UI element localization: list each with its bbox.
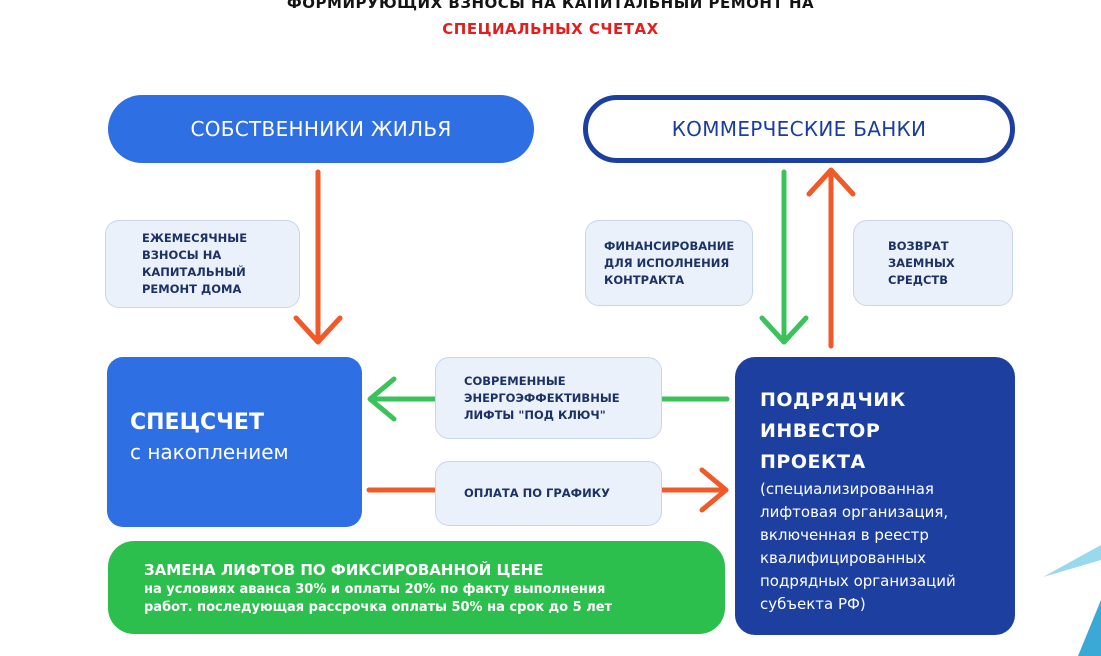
arrow-owners-to-spec xyxy=(293,169,343,345)
owners-node: СОБСТВЕННИКИ ЖИЛЬЯ xyxy=(108,95,534,163)
arrow-banks-to-contractor xyxy=(759,169,809,345)
contractor-description: (специализированная лифтовая организация… xyxy=(760,480,956,613)
label-scheduled-payment: ОПЛАТА ПО ГРАФИКУ xyxy=(435,461,662,526)
spec-account-node: СПЕЦСЧЕТ с накоплением xyxy=(107,357,362,527)
label-monthly-contributions: ЕЖЕМЕСЯЧНЫЕ ВЗНОСЫ НА КАПИТАЛЬНЫЙ РЕМОНТ… xyxy=(105,220,300,308)
spec-account-title: СПЕЦСЧЕТ xyxy=(130,410,264,435)
page-title-line-2: СПЕЦИАЛЬНЫХ СЧЕТАХ xyxy=(442,20,659,38)
arrow-contractor-to-banks xyxy=(806,167,856,349)
contractor-title: ПОДРЯДЧИК ИНВЕСТОР ПРОЕКТА xyxy=(760,389,906,473)
banner-description: на условиях аванса 30% и оплаты 20% по ф… xyxy=(144,582,613,615)
page-title-line-1: ФОРМИРУЮЩИХ ВЗНОСЫ НА КАПИТАЛЬНЫЙ РЕМОНТ… xyxy=(286,0,815,12)
spec-account-subtitle: с накоплением xyxy=(130,440,289,464)
contractor-node: ПОДРЯДЧИК ИНВЕСТОР ПРОЕКТА (специализиро… xyxy=(735,357,1015,635)
fixed-price-banner: ЗАМЕНА ЛИФТОВ ПО ФИКСИРОВАННОЙ ЦЕНЕ на у… xyxy=(108,541,725,634)
banner-title: ЗАМЕНА ЛИФТОВ ПО ФИКСИРОВАННОЙ ЦЕНЕ xyxy=(144,561,544,579)
label-financing: ФИНАНСИРОВАНИЕ ДЛЯ ИСПОЛНЕНИЯ КОНТРАКТА xyxy=(585,220,753,306)
label-loan-return: ВОЗВРАТ ЗАЕМНЫХ СРЕДСТВ xyxy=(853,220,1013,306)
corner-decoration xyxy=(1043,545,1101,656)
banks-node: КОММЕРЧЕСКИЕ БАНКИ xyxy=(583,95,1015,163)
label-lifts: СОВРЕМЕННЫЕ ЭНЕРГОЭФФЕКТИВНЫЕ ЛИФТЫ "ПОД… xyxy=(435,357,662,439)
